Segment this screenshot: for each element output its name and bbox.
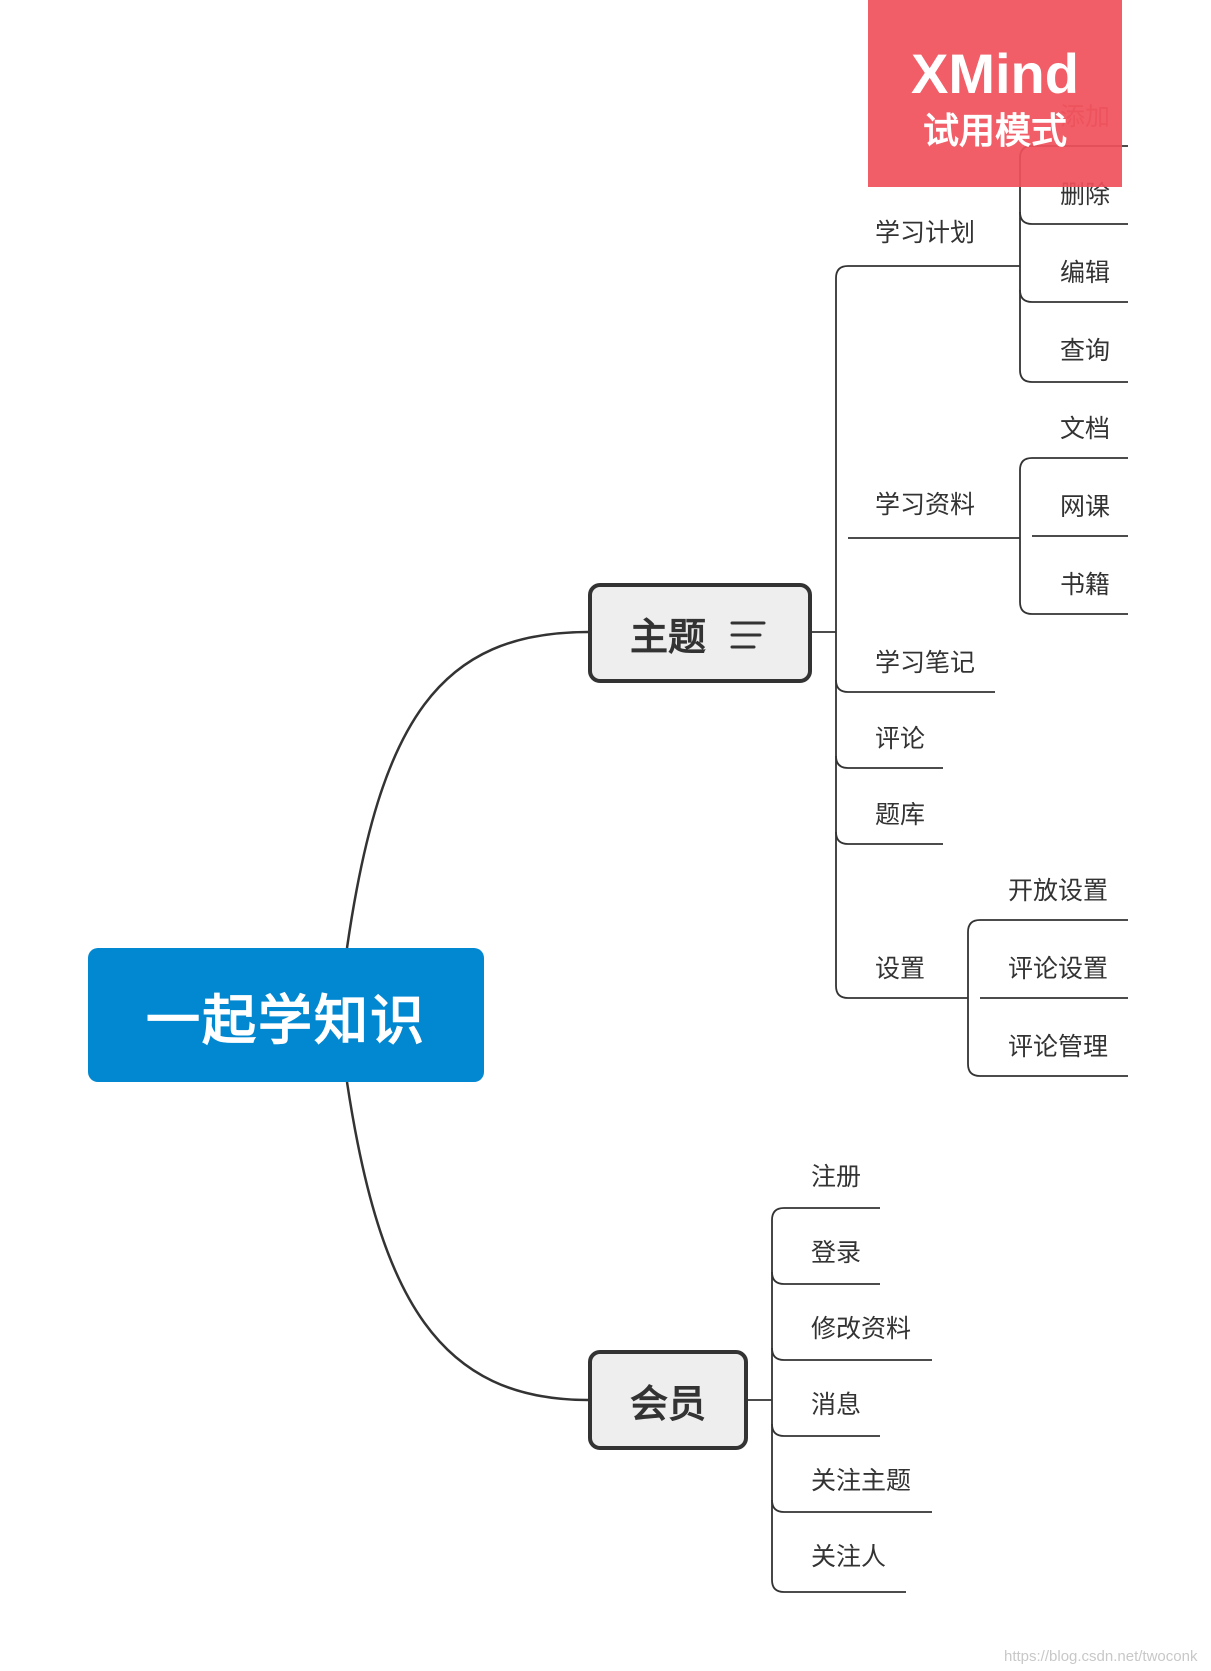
source-credit: https://blog.csdn.net/twoconk <box>1004 1648 1198 1665</box>
subtopic-tiku[interactable]: 题库 <box>875 800 926 829</box>
root-topic-label: 一起学知识 <box>146 988 426 1052</box>
underline-pinglun <box>835 755 943 769</box>
main-topic-huiyuan[interactable]: 会员 <box>588 1350 748 1450</box>
connector-ziliao-bracket <box>1019 457 1033 615</box>
leaf-pinglun-shezhi[interactable]: 评论设置 <box>1008 954 1109 983</box>
underline-shanchu <box>1019 211 1128 225</box>
subtopic-xuexi-ziliao[interactable]: 学习资料 <box>875 490 976 519</box>
leaf-kaifang-shezhi[interactable]: 开放设置 <box>1008 876 1109 905</box>
leaf-wendang[interactable]: 文档 <box>1060 414 1111 443</box>
leaf-chaxun[interactable]: 查询 <box>1060 336 1111 365</box>
main-topic-huiyuan-label: 会员 <box>629 1381 706 1426</box>
connector-root-zhuti <box>345 630 589 949</box>
underline-xuexi-biji <box>835 679 995 693</box>
underline-guanzhu-zhuti <box>771 1499 932 1513</box>
main-topic-zhuti[interactable]: 主题 <box>588 583 812 683</box>
subtopic-shezhi[interactable]: 设置 <box>875 954 926 983</box>
underline-xiugai-ziliao <box>771 1347 932 1361</box>
subtopic-xiugai-ziliao[interactable]: 修改资料 <box>811 1314 912 1343</box>
connector-shezhi-bracket <box>967 919 981 1077</box>
underline-denglu <box>771 1271 880 1285</box>
root-topic[interactable]: 一起学知识 <box>88 948 484 1082</box>
watermark-mode: 试用模式 <box>922 111 1067 152</box>
subtopic-pinglun[interactable]: 评论 <box>875 724 926 753</box>
subtopic-zhuce[interactable]: 注册 <box>811 1162 862 1191</box>
subtopic-xiaoxi[interactable]: 消息 <box>811 1390 862 1419</box>
leaf-bianji[interactable]: 编辑 <box>1060 258 1111 287</box>
subtopic-denglu[interactable]: 登录 <box>811 1238 862 1267</box>
underline-xiaoxi <box>771 1423 880 1437</box>
leaf-pinglun-guanli[interactable]: 评论管理 <box>1008 1032 1109 1061</box>
connector-huiyuan-bracket <box>771 1207 785 1593</box>
underline-bianji <box>1019 289 1128 303</box>
subtopic-xuexi-jihua[interactable]: 学习计划 <box>875 218 976 247</box>
subtopic-xuexi-biji[interactable]: 学习笔记 <box>875 648 976 677</box>
underline-tiku <box>835 831 943 845</box>
xmind-trial-watermark: XMind 试用模式 <box>868 0 1122 187</box>
leaf-wangke[interactable]: 网课 <box>1060 492 1111 521</box>
watermark-brand: XMind <box>911 42 1079 105</box>
main-topic-zhuti-label: 主题 <box>630 614 707 659</box>
notes-icon[interactable] <box>730 618 766 652</box>
subtopic-guanzhu-zhuti[interactable]: 关注主题 <box>811 1466 912 1495</box>
leaf-shuji[interactable]: 书籍 <box>1060 570 1111 599</box>
connector-zhuti-bracket <box>835 265 849 999</box>
subtopic-guanzhu-ren[interactable]: 关注人 <box>811 1542 887 1571</box>
connector-root-huiyuan <box>345 1081 589 1402</box>
